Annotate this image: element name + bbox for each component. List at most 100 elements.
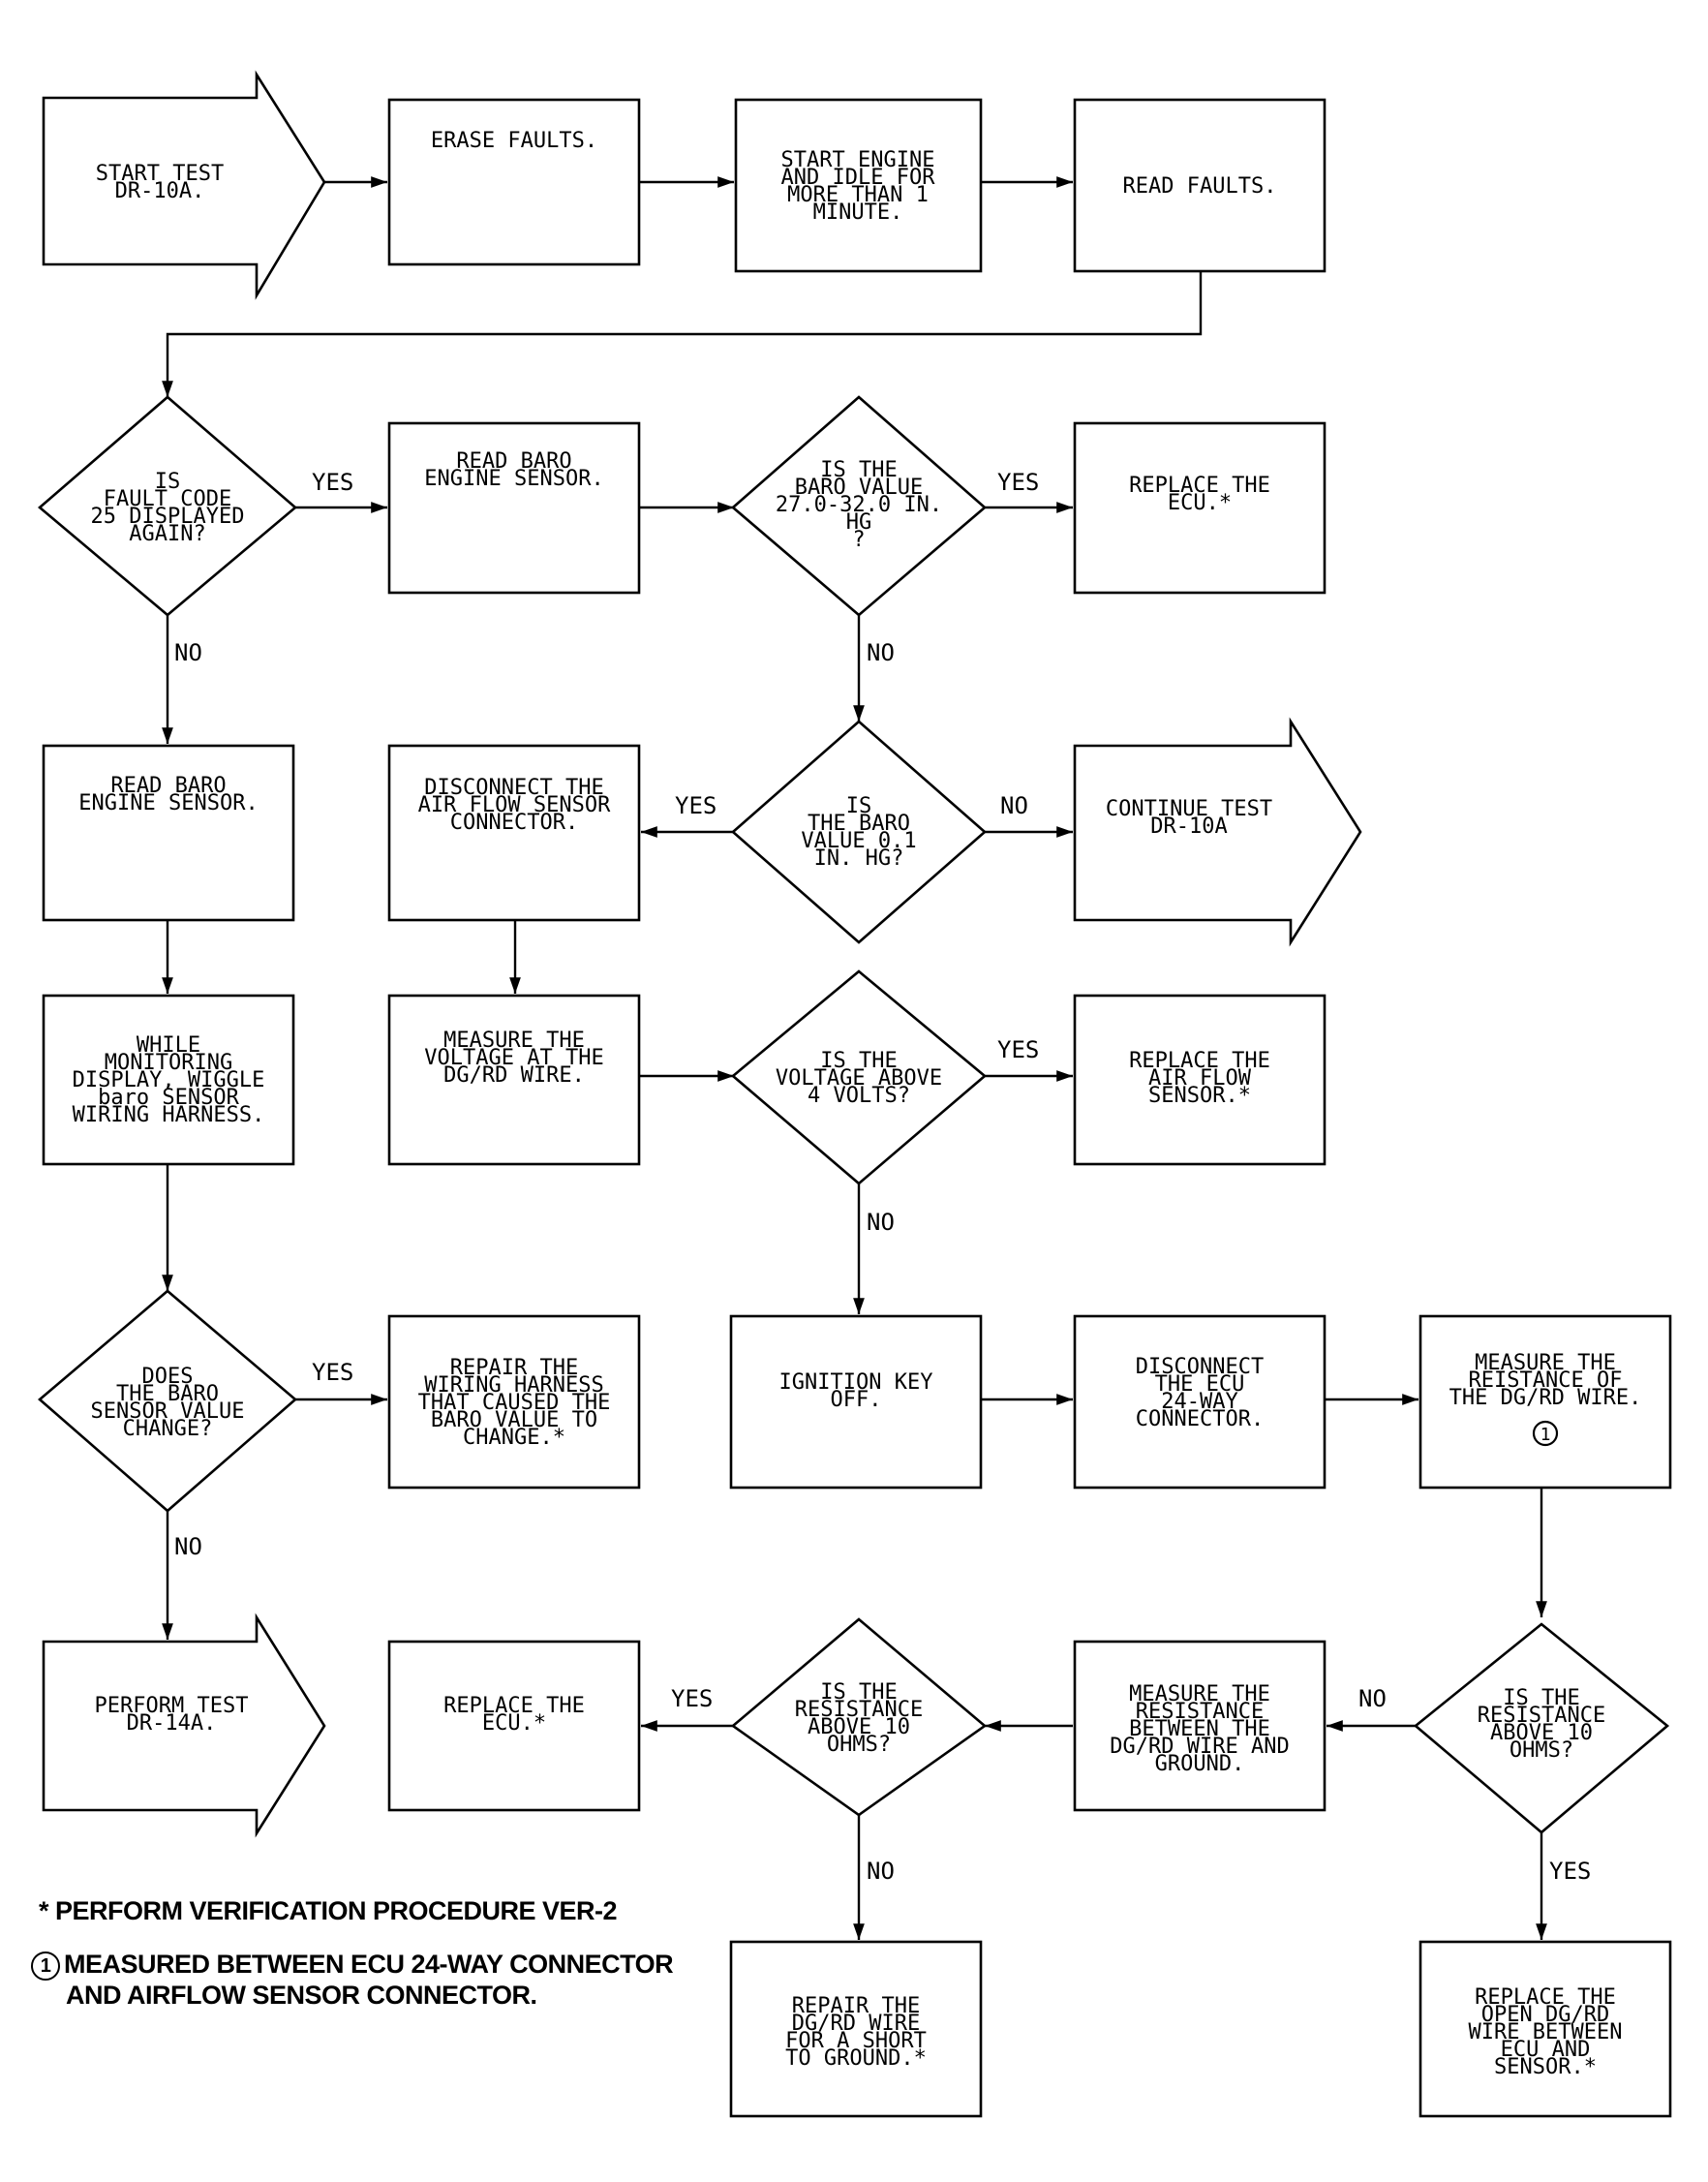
replace-open-wire-line-4: ECU AND [1501, 2038, 1591, 2062]
q-baro-change-line-1: DOES [142, 1365, 194, 1389]
q-fault25-line-2: FAULT CODE [104, 487, 231, 511]
q-baro-range-diamond [731, 395, 987, 617]
measure-res-wire-line-3: THE DG/RD WIRE. [1449, 1386, 1642, 1410]
label-no-baro-range: NO [867, 639, 895, 666]
disconnect-afs-box [387, 744, 641, 922]
read-baro-1-line-1: READ BARO [456, 449, 571, 474]
measure-res-ground-line-3: BETWEEN THE [1129, 1717, 1270, 1741]
perform-arrow-shape [42, 1613, 326, 1838]
repair-short-line-3: FOR A SHORT [785, 2029, 927, 2053]
start-line-1: START TEST [96, 162, 224, 186]
label-no-voltage: NO [867, 1209, 895, 1236]
perform-dr14a-line-2: DR-14A. [127, 1711, 217, 1736]
q-baro-change-line-4: CHANGE? [123, 1417, 213, 1441]
q-baro-range-line-2: BARO VALUE [795, 476, 923, 500]
replace-open-wire-line-3: WIRE BETWEEN [1469, 2020, 1623, 2044]
perform-dr14a-line-1: PERFORM TEST [95, 1694, 249, 1718]
measure-voltage-line-3: DG/RD WIRE. [443, 1063, 585, 1088]
label-no-res-right: NO [1358, 1685, 1387, 1712]
start-engine-box [734, 98, 983, 273]
q-res-10-right-line-3: ABOVE 10 [1490, 1721, 1593, 1745]
q-fault25-diamond [37, 395, 298, 617]
label-yes-baro-range: YES [997, 469, 1039, 496]
footnote-measured-line2: AND AIRFLOW SENSOR CONNECTOR. [66, 1980, 537, 2010]
label-yes-baro-change: YES [312, 1359, 353, 1386]
wiggle-line-3: DISPLAY, WIGGLE [73, 1068, 265, 1092]
replace-ecu-2-line-2: ECU.* [482, 1711, 546, 1736]
q-voltage-line-1: IS THE [820, 1049, 897, 1073]
erase-faults-box[interactable]: ERASE FAULTS. [431, 129, 597, 153]
footnote-measured-line1: MEASURED BETWEEN ECU 24-WAY CONNECTOR [64, 1950, 674, 1979]
measure-res-wire-line-1: MEASURE THE [1475, 1351, 1616, 1375]
label-yes-fault25: YES [312, 469, 353, 496]
wiggle-line-5: WIRING HARNESS. [73, 1103, 265, 1127]
repair-harness-line-4: BARO VALUE TO [431, 1408, 597, 1432]
read-faults-box-text[interactable]: READ FAULTS. [1123, 174, 1277, 199]
q-res-10-left-line-3: ABOVE 10 [808, 1715, 910, 1739]
repair-short-line-4: TO GROUND.* [785, 2046, 927, 2071]
replace-open-wire-line-1: REPLACE THE [1475, 1985, 1616, 2010]
disconnect-afs-line-2: AIR FLOW SENSOR [418, 793, 611, 817]
read-baro-2-box [42, 744, 295, 922]
ignition-off-box [729, 1314, 983, 1490]
q-res-10-right-line-1: IS THE [1503, 1686, 1579, 1710]
replace-ecu-2-box [387, 1640, 641, 1812]
repair-short-line-2: DG/RD WIRE [792, 2012, 920, 2036]
q-baro-01-line-4: IN. HG? [814, 846, 904, 871]
continue-test-line-2: DR-10A [1150, 814, 1227, 839]
disconnect-ecu-line-3: 24-WAY [1161, 1390, 1237, 1414]
circled-one-icon: 1 [31, 1951, 60, 1981]
q-baro-change-line-3: SENSOR VALUE [91, 1399, 245, 1424]
read-faults-line-1: READ FAULTS. [1123, 174, 1277, 199]
erase-line-1: ERASE FAULTS. [431, 129, 597, 153]
replace-afs-line-3: SENSOR.* [1148, 1084, 1251, 1108]
start-engine-line-1: START ENGINE [781, 148, 935, 172]
label-yes-baro-01: YES [675, 792, 717, 819]
start-engine-line-2: AND IDLE FOR [781, 166, 936, 190]
q-res-10-right-line-2: RESISTANCE [1478, 1704, 1605, 1728]
q-baro-01-line-3: VALUE 0.1 [801, 829, 916, 853]
read-faults-box [1073, 98, 1327, 273]
repair-harness-line-3: THAT CAUSED THE [418, 1391, 611, 1415]
disconnect-ecu-box [1073, 1314, 1327, 1490]
replace-ecu-1-line-1: REPLACE THE [1129, 474, 1270, 498]
start-arrow-shape [42, 70, 326, 300]
replace-afs-line-1: REPLACE THE [1129, 1049, 1270, 1073]
q-baro-range-line-5: ? [852, 528, 865, 552]
measure-voltage-line-1: MEASURE THE [443, 1029, 585, 1053]
footnote-verification-text: * PERFORM VERIFICATION PROCEDURE VER-2 [39, 1896, 618, 1925]
measure-res-ground-line-2: RESISTANCE [1136, 1700, 1264, 1724]
label-yes-res-right: YES [1549, 1858, 1591, 1885]
wiggle-box [42, 994, 295, 1166]
read-baro-2-line-1: READ BARO [110, 774, 226, 798]
q-baro-range-line-1: IS THE [820, 458, 897, 482]
read-baro-2-line-2: ENGINE SENSOR. [78, 791, 258, 815]
